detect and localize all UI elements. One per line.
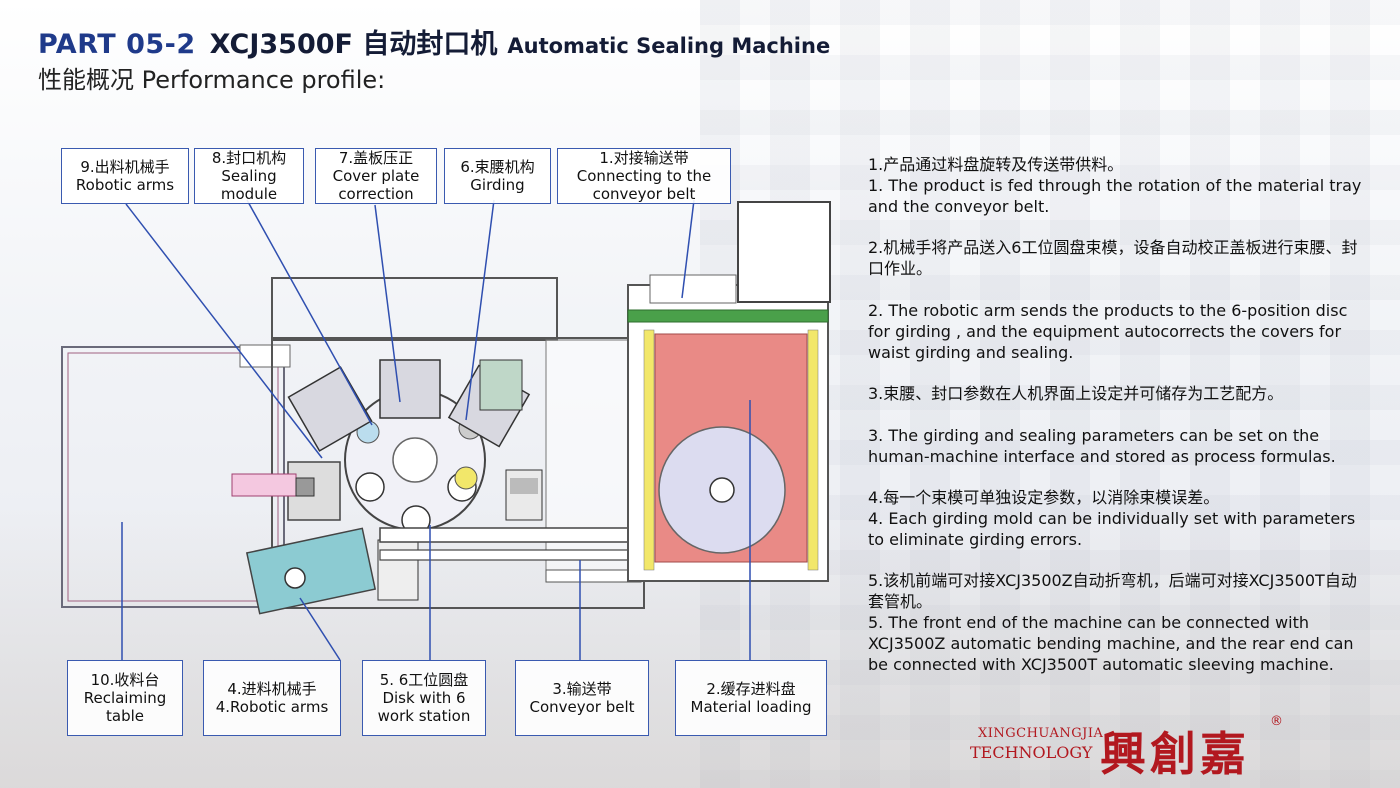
label-connecting-conveyor-belt: 1.对接输送带 Connecting to the conveyor belt	[557, 148, 731, 204]
conveyor-belt	[379, 527, 643, 583]
registered-mark: ®	[1270, 714, 1283, 729]
title-english: Automatic Sealing Machine	[507, 34, 831, 58]
description-item-en: 2. The robotic arm sends the products to…	[868, 301, 1348, 362]
description-item: 3.束腰、封口参数在人机界面上设定并可储存为工艺配方。 3. The girdi…	[868, 383, 1368, 467]
description-item: 5.该机前端可对接XCJ3500Z自动折弯机，后端可对接XCJ3500T自动套管…	[868, 570, 1368, 675]
description-item: 4.每一个束模可单独设定参数，以消除束模误差。 4. Each girding …	[868, 487, 1368, 550]
description-item-en: 3. The girding and sealing parameters ca…	[868, 426, 1336, 466]
label-material-loading-en: Material loading	[690, 698, 812, 716]
label-sealing-module: 8.封口机构 Sealing module	[194, 148, 304, 204]
page-title: PART 05-2 XCJ3500F 自动封口机 Automatic Sealing…	[38, 22, 830, 61]
label-six-station-disk: 5. 6工位圆盘 Disk with 6 work station	[362, 660, 486, 736]
logo-line-1: XINGCHUANGJIA	[978, 726, 1104, 741]
label-connecting-conveyor-belt-zh: 1.对接输送带	[599, 149, 689, 167]
label-input-robotic-arms: 4.进料机械手 4.Robotic arms	[203, 660, 341, 736]
description-item-zh: 5.该机前端可对接XCJ3500Z自动折弯机，后端可对接XCJ3500T自动套管…	[868, 571, 1357, 611]
model-name: XCJ3500F 自动封口机	[209, 29, 498, 60]
leader-lines	[121, 199, 751, 661]
label-conveyor-belt: 3.输送带 Conveyor belt	[515, 660, 649, 736]
label-girding-en: Girding	[470, 176, 525, 194]
performance-description: 1.产品通过料盘旋转及传送带供料。 1. The product is fed …	[868, 154, 1368, 695]
description-item-en: 4. Each girding mold can be individually…	[868, 509, 1356, 549]
label-girding-zh: 6.束腰机构	[460, 158, 535, 176]
label-cover-plate-correction: 7.盖板压正 Cover plate correction	[315, 148, 437, 204]
label-reclaiming-table-zh: 10.收料台	[90, 671, 160, 689]
description-item-zh: 4.每一个束模可单独设定参数，以消除束模误差。	[868, 488, 1220, 507]
label-reclaiming-table: 10.收料台 Reclaiming table	[67, 660, 183, 736]
label-connecting-conveyor-belt-en: Connecting to the conveyor belt	[576, 167, 712, 203]
label-six-station-disk-zh: 5. 6工位圆盘	[379, 671, 469, 689]
part-number: PART 05-2	[38, 29, 196, 60]
description-item-zh: 1.产品通过料盘旋转及传送带供料。	[868, 155, 1124, 174]
label-input-robotic-arms-zh: 4.进料机械手	[227, 680, 317, 698]
label-output-robotic-arms-zh: 9.出料机械手	[80, 158, 170, 176]
description-item-zh: 3.束腰、封口参数在人机界面上设定并可储存为工艺配方。	[868, 384, 1284, 403]
sealing-modules	[287, 359, 543, 521]
description-item-zh: 2.机械手将产品送入6工位圆盘束模，设备自动校正盖板进行束腰、封口作业。	[868, 238, 1358, 278]
label-output-robotic-arms-en: Robotic arms	[75, 176, 175, 194]
label-output-robotic-arms: 9.出料机械手 Robotic arms	[61, 148, 189, 204]
label-cover-plate-correction-zh: 7.盖板压正	[338, 149, 414, 167]
label-input-robotic-arms-en: 4.Robotic arms	[215, 698, 329, 716]
page-subtitle: 性能概况 Performance profile:	[38, 66, 386, 94]
description-item-en: 5. The front end of the machine can be c…	[868, 613, 1354, 674]
description-item: 1.产品通过料盘旋转及传送带供料。 1. The product is fed …	[868, 154, 1368, 217]
label-conveyor-belt-en: Conveyor belt	[529, 698, 635, 716]
label-cover-plate-correction-en: Cover plate correction	[332, 167, 420, 203]
logo-mark: 興創嘉	[1100, 727, 1250, 781]
label-girding: 6.束腰机构 Girding	[444, 148, 551, 204]
label-material-loading: 2.缓存进料盘 Material loading	[675, 660, 827, 736]
label-sealing-module-zh: 8.封口机构	[211, 149, 287, 167]
logo-line-2: TECHNOLOGY	[970, 743, 1093, 762]
output-robotic-arm	[231, 461, 341, 521]
material-loading-tray	[627, 201, 831, 582]
label-conveyor-belt-zh: 3.输送带	[552, 680, 612, 698]
description-item: 2.机械手将产品送入6工位圆盘束模，设备自动校正盖板进行束腰、封口作业。 2. …	[868, 237, 1368, 363]
label-six-station-disk-en: Disk with 6 work station	[377, 689, 471, 725]
label-material-loading-zh: 2.缓存进料盘	[706, 680, 796, 698]
description-item-en: 1. The product is fed through the rotati…	[868, 176, 1362, 216]
company-logo: XINGCHUANGJIA TECHNOLOGY 興創嘉 ®	[970, 714, 1290, 781]
label-reclaiming-table-en: Reclaiming table	[83, 689, 167, 725]
label-sealing-module-en: Sealing module	[220, 167, 278, 203]
